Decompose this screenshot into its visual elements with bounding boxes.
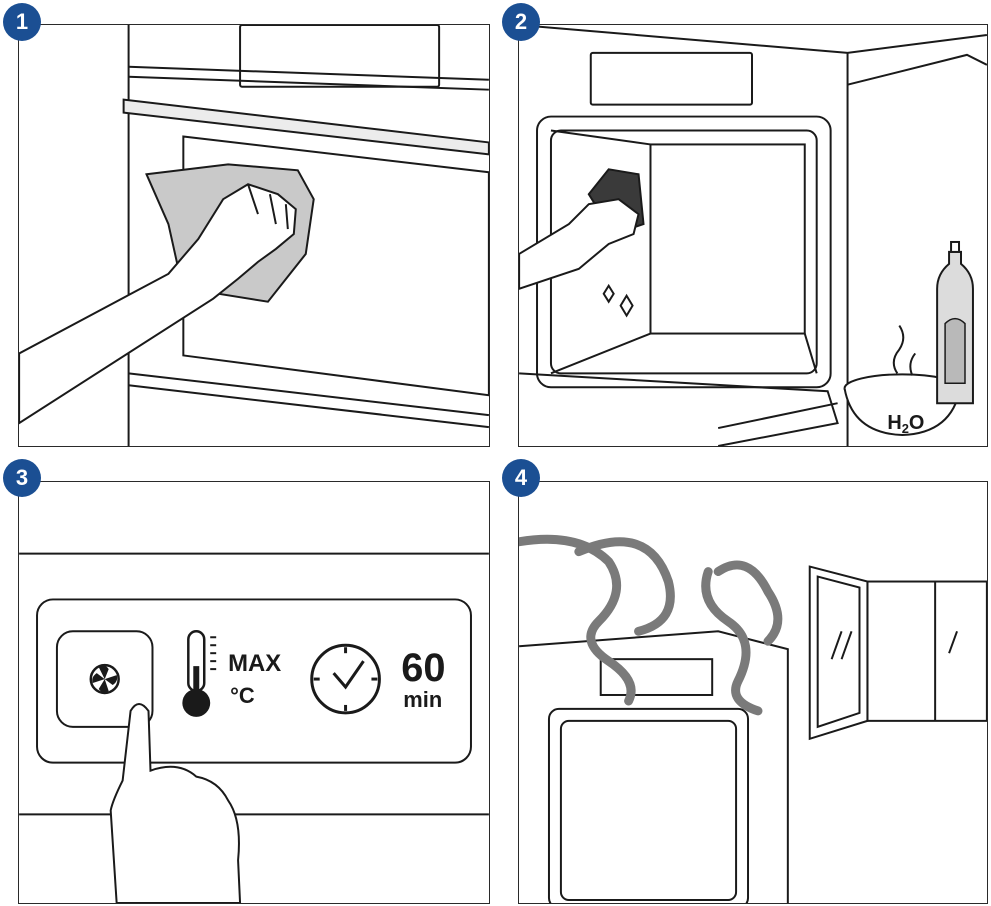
temp-max-label: MAX — [228, 650, 281, 677]
clean-cavity-illustration: H2O — [519, 25, 987, 446]
step-1-panel — [18, 24, 490, 447]
step-3-panel: MAX °C 60 min — [18, 481, 490, 904]
step-4-panel — [518, 481, 988, 904]
step-4-badge: 4 — [502, 459, 540, 497]
ventilate-illustration — [519, 482, 987, 903]
water-label-o: O — [909, 412, 924, 434]
step-1-badge: 1 — [3, 3, 41, 41]
temp-unit-label: °C — [230, 683, 255, 708]
time-value: 60 — [401, 646, 445, 690]
control-panel-illustration: MAX °C 60 min — [19, 482, 489, 903]
step-2-panel: H2O — [518, 24, 988, 447]
step-2-badge: 2 — [502, 3, 540, 41]
water-label-h: H — [887, 412, 901, 434]
fan-icon — [91, 665, 119, 693]
water-label-subscript: 2 — [902, 421, 909, 436]
clock-icon — [312, 645, 380, 713]
step-3-badge: 3 — [3, 459, 41, 497]
time-unit: min — [403, 687, 442, 712]
smoke-plume — [519, 539, 778, 711]
wipe-door-illustration — [19, 25, 489, 446]
